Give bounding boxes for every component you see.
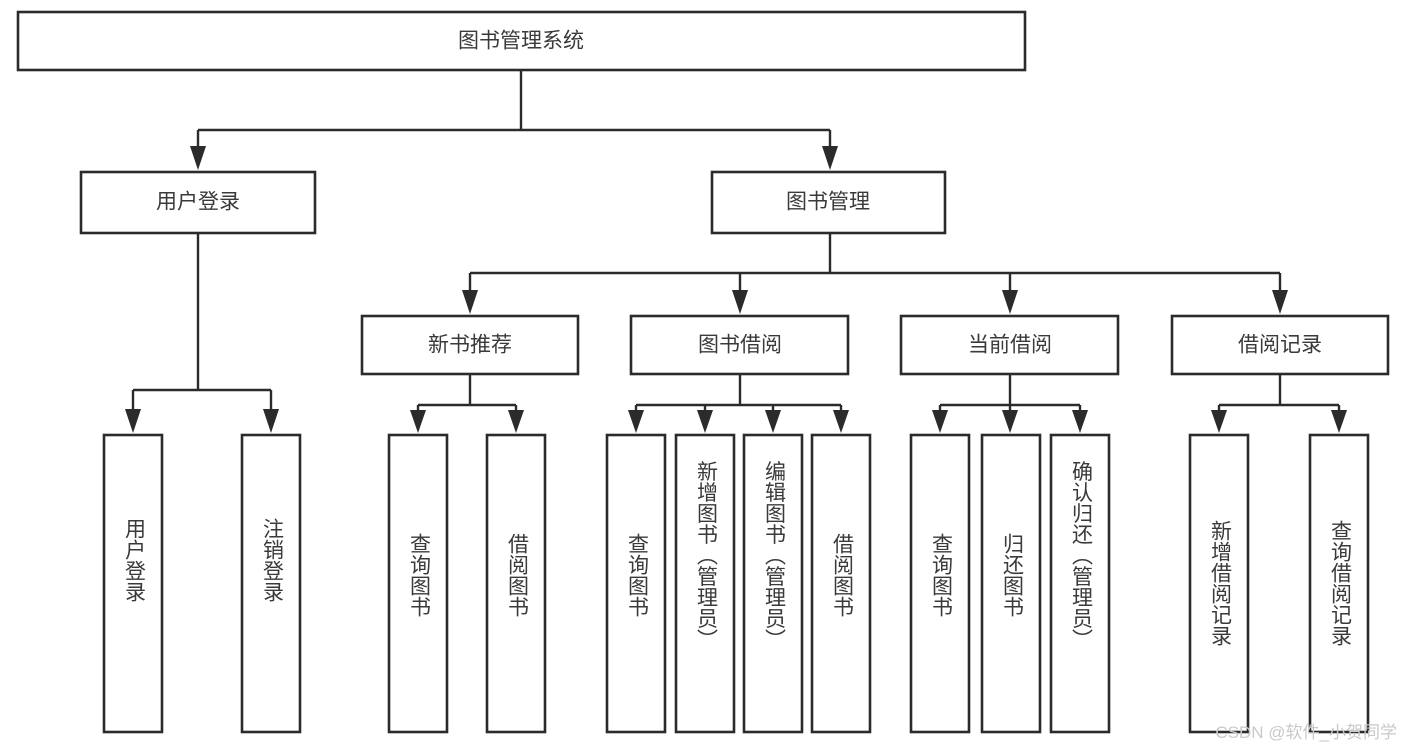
node-leaf-add-record[interactable]: 新增借阅记录 [1188,433,1250,734]
node-leaf-query-record[interactable]: 查询借阅记录 [1308,433,1370,734]
leaf-query-record-label: 查询借阅记录 [1328,520,1352,646]
leaf-query-book-rec-box[interactable] [387,433,449,734]
arrow-to-leaf-return-book [1002,410,1018,433]
node-leaf-query-book-b[interactable]: 查询图书 [605,433,667,734]
csdn-watermark: CSDN @软件_小贺同学 [1215,723,1397,742]
leaf-user-login-box[interactable] [102,433,164,734]
arrow-to-leaf-borrow-book-b [833,410,849,433]
node-leaf-borrow-book-rec[interactable]: 借阅图书 [485,433,547,734]
arrow-to-borrow-record [1272,290,1288,314]
leaf-query-book-b-label: 查询图书 [625,533,649,617]
book-manage-box[interactable] [710,170,947,235]
leaf-return-book-box[interactable] [980,433,1042,734]
node-user-login[interactable]: 用户登录 [79,170,317,235]
arrow-to-leaf-query-book-rec [410,410,426,433]
user-login-label: 用户登录 [156,191,240,214]
arrow-to-leaf-borrow-book-rec [508,410,524,433]
leaf-logout-label: 注销登录 [260,518,284,602]
node-current-borrow[interactable]: 当前借阅 [899,314,1120,376]
node-leaf-add-book[interactable]: 新增图书（管理员） [674,433,736,734]
edge-bookmanage-bus [468,233,1282,292]
node-borrow-record[interactable]: 借阅记录 [1170,314,1390,376]
leaf-edit-book-label: 编辑图书（管理员） [762,461,786,650]
leaf-query-book-c-box[interactable] [909,433,971,734]
current-borrow-box[interactable] [899,314,1120,376]
node-leaf-query-book-rec[interactable]: 查询图书 [387,433,449,734]
node-book-borrow[interactable]: 图书借阅 [629,314,850,376]
book-manage-label: 图书管理 [786,191,870,214]
arrow-to-current-borrow [1002,290,1018,314]
leaf-user-login-label: 用户登录 [122,518,146,602]
node-root[interactable]: 图书管理系统 [16,10,1027,72]
arrow-to-leaf-confirm-return [1072,410,1088,433]
leaf-query-record-box[interactable] [1308,433,1370,734]
arrow-to-leaf-add-record [1211,410,1227,433]
edge-bookborrow-bus [634,374,843,414]
arrow-to-new-book-rec [462,290,478,314]
new-book-rec-box[interactable] [360,314,580,376]
leaf-query-book-b-box[interactable] [605,433,667,734]
user-login-box[interactable] [79,170,317,235]
arrow-to-book-manage [822,146,838,170]
node-leaf-query-book-c[interactable]: 查询图书 [909,433,971,734]
book-borrow-label: 图书借阅 [698,334,782,357]
arrow-to-leaf-logout [263,409,279,433]
edge-newbookrec-bus [416,374,518,414]
node-book-manage[interactable]: 图书管理 [710,170,947,235]
leaf-borrow-book-b-label: 借阅图书 [830,533,854,617]
leaf-query-book-rec-label: 查询图书 [407,533,431,617]
arrow-to-leaf-edit-book [765,410,781,433]
leaf-query-book-c-label: 查询图书 [929,533,953,617]
arrow-to-leaf-user-login [125,409,141,433]
node-leaf-logout[interactable]: 注销登录 [240,433,302,734]
node-leaf-return-book[interactable]: 归还图书 [980,433,1042,734]
connector-layer [125,70,1347,433]
node-leaf-borrow-book-b[interactable]: 借阅图书 [810,433,872,734]
node-new-book-rec[interactable]: 新书推荐 [360,314,580,376]
leaf-borrow-book-b-box[interactable] [810,433,872,734]
arrow-to-leaf-add-book [697,410,713,433]
node-leaf-user-login[interactable]: 用户登录 [102,433,164,734]
edge-currentborrow-bus [938,374,1082,414]
edge-userlogin-bus [131,233,273,412]
leaf-confirm-return-box[interactable] [1049,433,1111,734]
leaf-add-record-box[interactable] [1188,433,1250,734]
node-leaf-confirm-return[interactable]: 确认归还（管理员） [1049,433,1111,734]
leaf-borrow-book-rec-box[interactable] [485,433,547,734]
arrow-to-leaf-query-record [1331,410,1347,433]
leaf-borrow-book-rec-label: 借阅图书 [505,533,529,617]
edge-root-bus [196,70,832,148]
root-box[interactable] [16,10,1027,72]
arrow-to-leaf-query-book-b [628,410,644,433]
node-leaf-edit-book[interactable]: 编辑图书（管理员） [742,433,804,734]
leaf-add-record-label: 新增借阅记录 [1208,520,1232,646]
edge-borrowrecord-bus [1217,374,1341,414]
arrow-to-book-borrow [732,290,748,314]
leaf-logout-box[interactable] [240,433,302,734]
new-book-rec-label: 新书推荐 [428,334,512,357]
book-borrow-box[interactable] [629,314,850,376]
leaf-edit-book-box[interactable] [742,433,804,734]
leaf-add-book-label: 新增图书（管理员） [694,461,718,650]
arrow-to-leaf-query-book-c [932,410,948,433]
leaf-add-book-box[interactable] [674,433,736,734]
current-borrow-label: 当前借阅 [968,334,1052,357]
arrow-to-user-login [190,146,206,170]
leaf-confirm-return-label: 确认归还（管理员） [1069,461,1093,650]
borrow-record-box[interactable] [1170,314,1390,376]
leaf-return-book-label: 归还图书 [1000,533,1024,617]
borrow-record-label: 借阅记录 [1238,334,1322,357]
root-label: 图书管理系统 [458,30,584,53]
